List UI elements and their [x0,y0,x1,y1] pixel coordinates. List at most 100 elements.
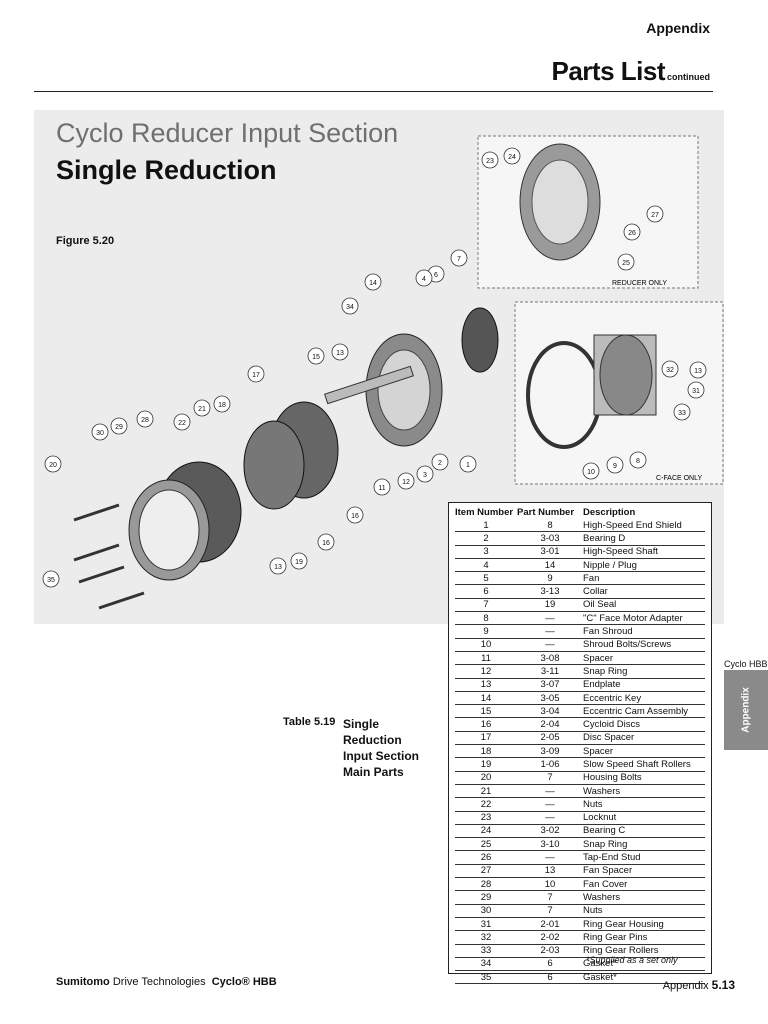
svg-text:3: 3 [423,472,427,479]
part-number-cell: — [517,624,583,639]
svg-text:6: 6 [434,272,438,279]
item-number-cell: 9 [455,624,517,639]
description-cell: Snap Ring [583,664,705,679]
svg-text:23: 23 [486,158,494,165]
col-header-description: Description [583,507,636,518]
item-number-cell: 11 [455,651,517,666]
svg-text:20: 20 [49,462,57,469]
svg-text:32: 32 [666,367,674,374]
svg-text:29: 29 [115,424,123,431]
description-cell: Disc Spacer [583,731,705,746]
part-number-cell: — [517,797,583,812]
svg-text:35: 35 [47,577,55,584]
part-number-cell: — [517,850,583,865]
description-cell: Nipple / Plug [583,558,705,573]
table-caption-line: Single [343,717,380,731]
col-header-item: Item Number [455,507,514,518]
description-cell: Ring Gear Housing [583,917,705,932]
housing-bolts-shape [73,503,145,610]
svg-text:27: 27 [651,212,659,219]
part-number-cell: 3-02 [517,824,583,839]
description-cell: Slow Speed Shaft Rollers [583,757,705,772]
description-cell: Fan [583,571,705,586]
item-number-cell: 26 [455,850,517,865]
page-title-text: Parts List [551,56,666,86]
part-number-cell: 10 [517,877,583,892]
description-cell: Fan Shroud [583,624,705,639]
item-number-cell: 21 [455,784,517,799]
part-number-cell: 7 [517,890,583,905]
item-number-cell: 32 [455,930,517,945]
description-cell: Washers [583,784,705,799]
description-cell: Endplate [583,678,705,692]
svg-text:34: 34 [346,304,354,311]
header-section-label: Appendix [646,20,710,36]
item-number-cell: 18 [455,744,517,759]
part-number-cell: 3-04 [517,704,583,719]
item-number-cell: 31 [455,917,517,932]
part-number-cell: — [517,638,583,652]
svg-text:9: 9 [613,463,617,470]
description-cell: Cycloid Discs [583,717,705,732]
description-cell: Ring Gear Rollers [583,944,705,958]
table-footnote: *Supplied as a set only [586,955,678,965]
description-cell: Nuts [583,904,705,918]
description-cell: High-Speed End Shield [583,519,705,533]
table-row: 21—Washers [455,784,705,799]
description-cell: Ring Gear Pins [583,930,705,945]
part-number-cell: 6 [517,957,583,972]
part-number-cell: 3-11 [517,664,583,679]
part-number-cell: 3-08 [517,651,583,666]
part-number-cell: 3-07 [517,678,583,692]
item-number-cell: 33 [455,944,517,958]
part-number-cell: 3-13 [517,584,583,599]
description-cell: Nuts [583,797,705,812]
item-number-cell: 29 [455,890,517,905]
description-cell: Spacer [583,651,705,666]
footer-page: Appendix 5.13 [663,978,735,992]
fan-shape [461,307,499,373]
svg-text:19: 19 [295,559,303,566]
part-number-cell: 3-09 [517,744,583,759]
description-cell: Eccentric Key [583,691,705,706]
svg-text:25: 25 [622,260,630,267]
side-tab-label: Cyclo HBB [724,659,768,669]
part-number-cell: 3-05 [517,691,583,706]
footer-product: Cyclo® HBB [211,976,277,988]
description-cell: Housing Bolts [583,771,705,785]
svg-text:2: 2 [438,460,442,467]
footer-page-number: 5.13 [711,978,735,992]
part-number-cell: 7 [517,904,583,918]
table-caption-line: Main Parts [343,765,404,779]
header-rule [34,91,713,92]
svg-text:16: 16 [322,540,330,547]
svg-text:15: 15 [312,354,320,361]
description-cell: Bearing D [583,531,705,546]
svg-text:16: 16 [351,513,359,520]
svg-text:22: 22 [178,420,186,427]
part-number-cell: 3-10 [517,837,583,852]
callout-numbers: 23 24 27 26 25 7 6 4 14 34 13 15 17 18 2… [47,154,702,584]
shaft-shape [324,365,414,405]
item-number-cell: 24 [455,824,517,839]
part-number-cell: — [517,611,583,626]
description-cell: Gasket* [583,970,705,985]
svg-text:7: 7 [457,256,461,263]
col-header-part: Part Number [517,507,575,518]
footer-brand-rest: Drive Technologies [109,976,206,988]
item-number-cell: 15 [455,704,517,719]
part-number-cell: 19 [517,598,583,613]
